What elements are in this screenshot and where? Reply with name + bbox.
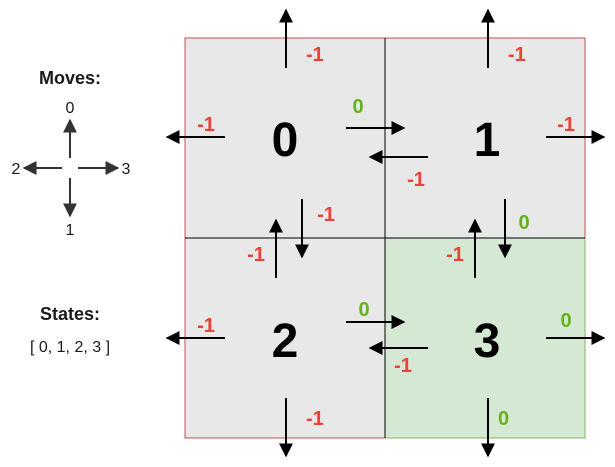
- reward-cell1-to-cell3: 0: [518, 212, 529, 234]
- reward-cell3-to-cell1: -1: [446, 244, 464, 266]
- moves-title: Moves:: [39, 68, 101, 88]
- moves-compass: [22, 118, 120, 218]
- cell-1-label: 1: [474, 114, 501, 167]
- reward-cell0-up: -1: [306, 44, 324, 66]
- states-list: [ 0, 1, 2, 3 ]: [30, 339, 110, 356]
- cell-3-label: 3: [474, 315, 501, 368]
- reward-cell1-up: -1: [508, 44, 526, 66]
- reward-cell2-to-cell3: 0: [358, 299, 369, 321]
- reward-cell3-right: 0: [560, 310, 571, 332]
- reward-cell0-to-cell1: 0: [352, 96, 363, 118]
- reward-cell3-down: 0: [498, 408, 509, 430]
- move-up-label: 0: [66, 100, 75, 117]
- reward-cell0-to-cell2: -1: [317, 204, 335, 226]
- reward-cell1-right: -1: [557, 114, 575, 136]
- move-down-label: 1: [66, 222, 75, 239]
- cell-2-label: 2: [272, 315, 299, 368]
- reward-cell1-to-cell0: -1: [407, 169, 425, 191]
- reward-cell0-left: -1: [197, 114, 215, 136]
- move-right-label: 3: [122, 161, 131, 178]
- reward-cell3-to-cell2: -1: [394, 355, 412, 377]
- reward-cell2-down: -1: [306, 408, 324, 430]
- reward-cell2-left: -1: [197, 315, 215, 337]
- cell-0-label: 0: [272, 114, 299, 167]
- reward-cell2-to-cell0: -1: [247, 244, 265, 266]
- states-title: States:: [40, 304, 100, 324]
- move-left-label: 2: [12, 161, 21, 178]
